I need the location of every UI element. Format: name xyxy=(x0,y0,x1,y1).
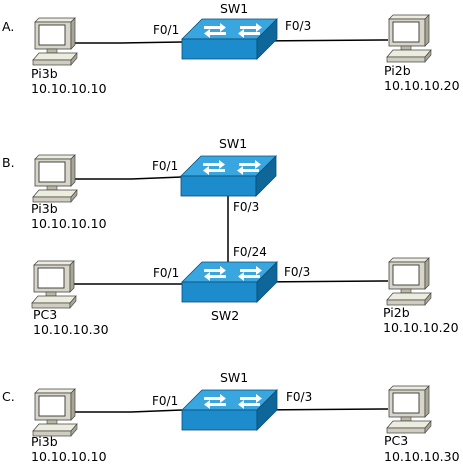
port-label: F0/3 xyxy=(284,265,310,279)
host-name: Pi2b xyxy=(383,305,410,320)
network-switch-icon xyxy=(181,389,278,431)
host-name: Pi3b xyxy=(31,434,58,449)
host-name: Pi3b xyxy=(31,66,58,81)
port-label: F0/3 xyxy=(233,200,259,214)
diagram-c: C. SW1 F0/1 F0/3 Pi3b 10.10.10.10 PC3 10… xyxy=(2,370,460,464)
host-name: PC3 xyxy=(33,307,57,322)
port-label: F0/3 xyxy=(286,390,312,404)
host-name: Pi3b xyxy=(31,201,58,216)
host-ip: 10.10.10.20 xyxy=(384,78,460,93)
host-ip: 10.10.10.10 xyxy=(31,81,107,96)
port-label: F0/1 xyxy=(153,23,179,37)
switch-name: SW1 xyxy=(219,136,247,151)
port-label: F0/3 xyxy=(285,19,311,33)
diagram-b: B. SW1 F0/1 F0/3 F0/24 F0/1 F0/3 SW2 Pi3… xyxy=(2,136,459,337)
desktop-computer-icon xyxy=(32,17,78,66)
desktop-computer-icon xyxy=(386,14,432,63)
diagram-a: A. SW1 F0/1 F0/3 Pi3b 10.10.10.10 Pi2b 1… xyxy=(2,1,460,96)
network-switch-icon xyxy=(181,261,278,303)
port-label: F0/1 xyxy=(152,159,178,173)
link-b-top-b xyxy=(130,176,183,180)
port-label: F0/24 xyxy=(233,245,267,259)
link-a-left-b xyxy=(121,41,183,44)
switch-name: SW1 xyxy=(220,370,248,385)
host-ip: 10.10.10.30 xyxy=(33,322,109,337)
switch-name: SW2 xyxy=(211,308,239,323)
desktop-computer-icon xyxy=(386,385,432,434)
desktop-computer-icon xyxy=(32,154,78,203)
link-c-left-b xyxy=(130,409,183,413)
diagram-a-label: A. xyxy=(2,19,14,34)
desktop-computer-icon xyxy=(386,257,432,306)
host-name: PC3 xyxy=(384,433,408,448)
network-switch-icon xyxy=(181,18,278,60)
host-ip: 10.10.10.30 xyxy=(384,449,460,464)
switch-name: SW1 xyxy=(220,1,248,16)
diagram-c-label: C. xyxy=(2,389,15,404)
desktop-computer-icon xyxy=(31,260,77,309)
host-ip: 10.10.10.10 xyxy=(31,216,107,231)
host-ip: 10.10.10.10 xyxy=(31,449,107,464)
diagram-b-label: B. xyxy=(2,155,15,170)
desktop-computer-icon xyxy=(32,388,78,437)
host-ip: 10.10.10.20 xyxy=(383,320,459,335)
host-name: Pi2b xyxy=(384,63,411,78)
network-switch-icon xyxy=(180,155,277,197)
port-label: F0/1 xyxy=(153,266,179,280)
port-label: F0/1 xyxy=(152,394,178,408)
